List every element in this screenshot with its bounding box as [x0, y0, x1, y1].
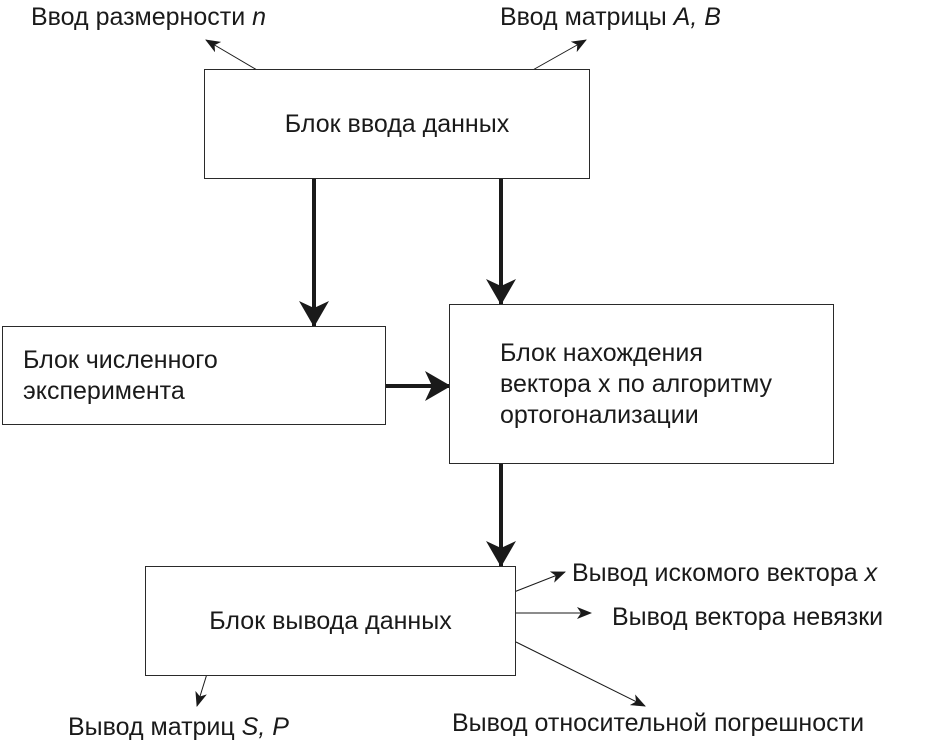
arrow-output-error [515, 641, 646, 707]
solver-block: Блок нахождения вектора x по алгоритму о… [449, 304, 834, 464]
label-output-vector-x: Вывод искомого вектора x [572, 559, 878, 587]
label-input-matrix: Ввод матрицы A, B [500, 3, 721, 31]
experiment-block-label: Блок численного эксперимента [23, 345, 218, 405]
label-input-dimension: Ввод размерности n [31, 3, 267, 31]
label-output-residual: Вывод вектора невязки [612, 603, 884, 631]
experiment-block: Блок численного эксперимента [2, 326, 386, 425]
solver-block-label: Блок нахождения вектора x по алгоритму о… [500, 338, 773, 429]
output-block: Блок вывода данных [145, 566, 516, 676]
input-block: Блок ввода данных [204, 69, 590, 179]
output-block-label: Блок вывода данных [209, 606, 452, 635]
arrow-output-x [513, 571, 566, 593]
input-block-label: Блок ввода данных [284, 109, 510, 138]
label-output-relative-error: Вывод относительной погрешности [452, 709, 865, 737]
label-output-matrices: Вывод матриц S, P [68, 713, 289, 741]
